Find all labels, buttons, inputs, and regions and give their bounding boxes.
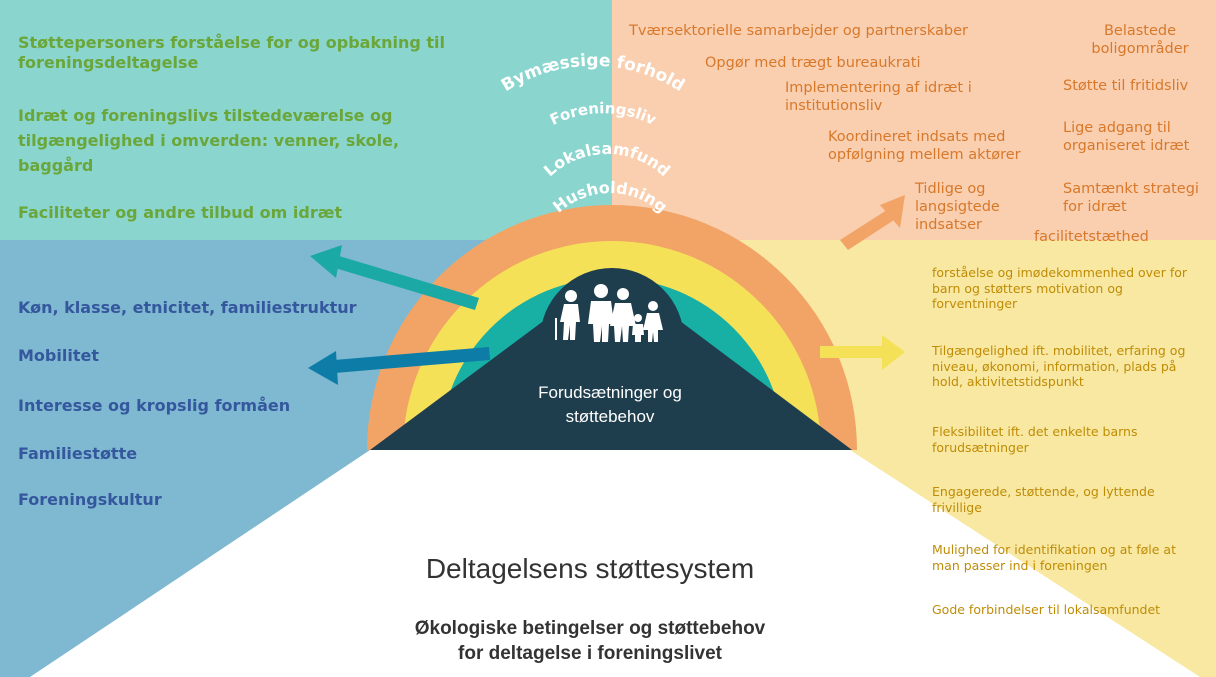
right-item: Mulighed for identifikation og at føle a… xyxy=(932,542,1176,573)
left-item: Mobilitet xyxy=(18,346,99,365)
top-right-item: Opgør med trægt bureaukrati xyxy=(705,55,921,71)
center-label: Forudsætninger og støttebehov xyxy=(480,381,740,429)
arrow-to-left xyxy=(308,347,490,385)
top-right-item: Lige adgang til organiseret idræt xyxy=(1063,120,1190,155)
arrow-to-right xyxy=(820,335,905,370)
top-right-item: Implementering af idræt i institutionsli… xyxy=(785,80,972,115)
family-icon xyxy=(555,284,663,342)
left-item: Familiestøtte xyxy=(18,444,138,463)
core-triangle xyxy=(370,270,852,450)
top-right-item: Støtte til fritidsliv xyxy=(1063,78,1189,94)
diagram-subtitle: Økologiske betingelser og støttebehov fo… xyxy=(330,617,850,666)
right-item: Fleksibilitet ift. det enkelte barns for… xyxy=(932,424,1138,455)
arrow-to-top-right xyxy=(840,195,905,250)
top-right-item: Koordineret indsats med opfølgning melle… xyxy=(828,129,1021,164)
top-right-item: Belastede boligområder xyxy=(1091,23,1189,58)
teal-quadrant xyxy=(0,0,612,240)
right-item: Engagerede, støttende, og lyttende frivi… xyxy=(932,484,1155,515)
top-right-item: Tidlige og langsigtede indsatser xyxy=(915,181,1000,234)
top-left-item: Faciliteter og andre tilbud om idræt xyxy=(18,203,343,222)
top-right-item: Samtænkt strategi for idræt xyxy=(1063,181,1199,216)
right-item: Tilgængelighed ift. mobilitet, erfaring … xyxy=(932,343,1186,390)
top-left-item: Støttepersoners forståelse for og opbakn… xyxy=(18,33,446,72)
top-right-item: Tværsektorielle samarbejder og partnersk… xyxy=(629,23,968,39)
left-item: Køn, klasse, etnicitet, familiestruktur xyxy=(18,298,357,317)
top-left-item: Idræt og foreningslivs tilstedeværelse o… xyxy=(18,106,400,175)
right-item: Gode forbindelser til lokalsamfundet xyxy=(932,602,1161,617)
peach-quadrant xyxy=(612,0,1216,240)
center-label-line1: Forudsætninger og xyxy=(538,383,682,402)
diagram-subtitle-line1: Økologiske betingelser og støttebehov xyxy=(414,618,766,639)
left-item: Foreningskultur xyxy=(18,490,162,509)
diagram-subtitle-line2: for deltagelse i foreningslivet xyxy=(458,642,722,664)
center-label-line2: støttebehov xyxy=(565,406,655,426)
arrow-to-top-left xyxy=(310,245,479,310)
right-item: forståelse og imødekommenhed over for ba… xyxy=(932,265,1188,312)
top-right-item: facilitetstæthed xyxy=(1034,229,1149,245)
left-item: Interesse og kropslig formåen xyxy=(18,396,291,415)
diagram-title: Deltagelsens støttesystem xyxy=(425,553,755,584)
